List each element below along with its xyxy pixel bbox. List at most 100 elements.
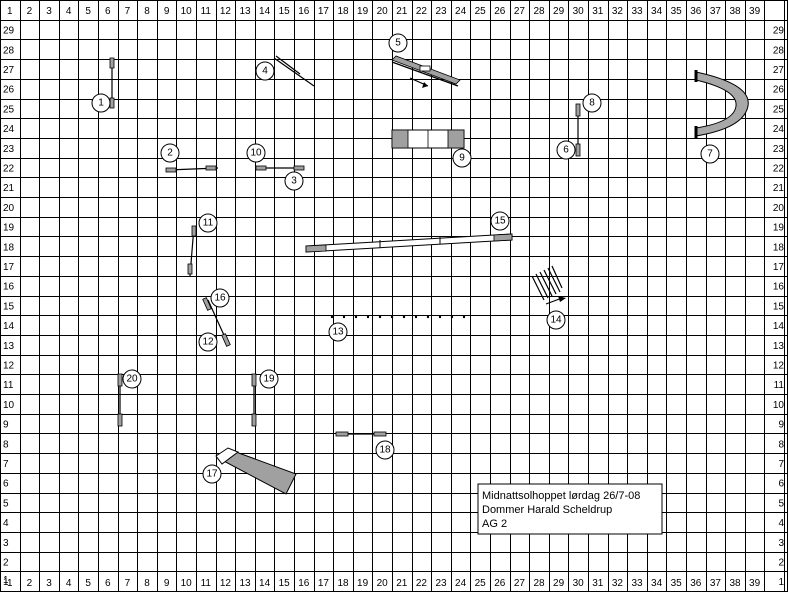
obstacle-number-6: 6 [556,140,576,160]
column-label: 15 [279,6,291,17]
column-label: 14 [259,578,271,589]
row-label: 25 [3,104,15,115]
column-label: 19 [357,6,369,17]
row-label: 29 [773,26,785,37]
row-label: 27 [3,65,15,76]
svg-text:15: 15 [494,216,506,227]
column-label: 3 [46,6,52,17]
column-label: 4 [66,578,72,589]
column-label: 8 [144,578,150,589]
row-label: 2 [778,557,784,568]
row-label: 21 [773,183,785,194]
column-label: 25 [475,578,487,589]
obstacle-9-wall [391,129,465,149]
svg-text:7: 7 [707,149,713,160]
obstacle-number-8: 8 [582,93,602,113]
column-label: 26 [494,6,506,17]
column-label: 23 [435,578,447,589]
column-label: 6 [105,578,111,589]
weave-pole [390,315,394,319]
column-label: 33 [631,6,643,17]
column-label: 36 [690,578,702,589]
row-label: 28 [773,45,785,56]
row-label: 25 [773,104,785,115]
svg-text:14: 14 [550,315,562,326]
row-label: 26 [773,85,785,96]
column-label: 39 [749,6,761,17]
column-label: 7 [125,578,131,589]
column-label: 11 [201,6,212,17]
obstacle-15-dog-walk [305,233,513,253]
row-label: 23 [773,144,785,155]
column-label: 31 [592,578,604,589]
left-row-labels: 2928272625242322212019181716151413121110… [3,26,15,589]
weave-pole [366,315,370,319]
column-label: 27 [514,578,526,589]
weave-pole [426,315,430,319]
row-label: 7 [3,459,9,470]
column-label: 18 [337,578,349,589]
row-label: 1 [3,577,9,588]
column-label: 21 [396,6,408,17]
row-label: 24 [773,124,785,135]
obstacle-number-4: 4 [255,61,275,81]
obstacle-number-10: 10 [246,143,266,163]
svg-text:8: 8 [589,98,595,109]
column-label: 10 [181,6,193,17]
column-label: 29 [553,6,565,17]
row-label: 16 [3,282,15,293]
column-label: 24 [455,578,467,589]
column-label: 13 [239,578,251,589]
obstacle-number-16: 16 [210,288,230,308]
column-label: 11 [201,578,212,589]
column-label: 26 [494,578,506,589]
row-label: 4 [778,518,784,529]
svg-text:12: 12 [202,337,214,348]
row-label: 17 [773,262,785,273]
row-label: 29 [3,26,15,37]
column-label: 23 [435,6,447,17]
row-label: 18 [773,242,785,253]
row-label: 9 [778,420,784,431]
row-label: 14 [773,321,785,332]
column-label: 8 [144,6,150,17]
svg-text:3: 3 [291,176,297,187]
obstacle-number-3: 3 [284,171,304,191]
weave-pole [354,315,358,319]
column-label: 32 [612,578,624,589]
row-label: 3 [778,538,784,549]
obstacle-20-jump [117,373,123,427]
row-label: 27 [773,65,785,76]
right-row-labels: 2928272625242322212019181716151413121110… [773,26,785,589]
row-label: 6 [778,479,784,490]
obstacle-13-weave-poles [330,315,466,319]
row-label: 3 [3,538,9,549]
column-label: 31 [592,6,604,17]
column-label: 18 [337,6,349,17]
svg-text:5: 5 [395,38,401,49]
row-label: 23 [3,144,15,155]
obstacle-12-jump [202,297,231,347]
obstacle-number-11: 11 [198,213,218,233]
obstacle-number-14: 14 [546,310,566,330]
column-label: 34 [651,578,663,589]
row-label: 13 [773,341,785,352]
column-label: 12 [220,578,232,589]
column-label: 35 [671,6,683,17]
row-label: 15 [773,301,785,312]
row-label: 26 [3,85,15,96]
row-label: 2 [3,557,9,568]
svg-text:20: 20 [126,374,138,385]
column-label: 1 [7,578,13,589]
row-label: 22 [773,163,785,174]
column-label: 4 [66,6,72,17]
weave-pole [414,315,418,319]
column-label: 30 [573,6,585,17]
row-label: 12 [773,360,785,371]
column-label: 2 [27,578,33,589]
row-label: 28 [3,45,15,56]
